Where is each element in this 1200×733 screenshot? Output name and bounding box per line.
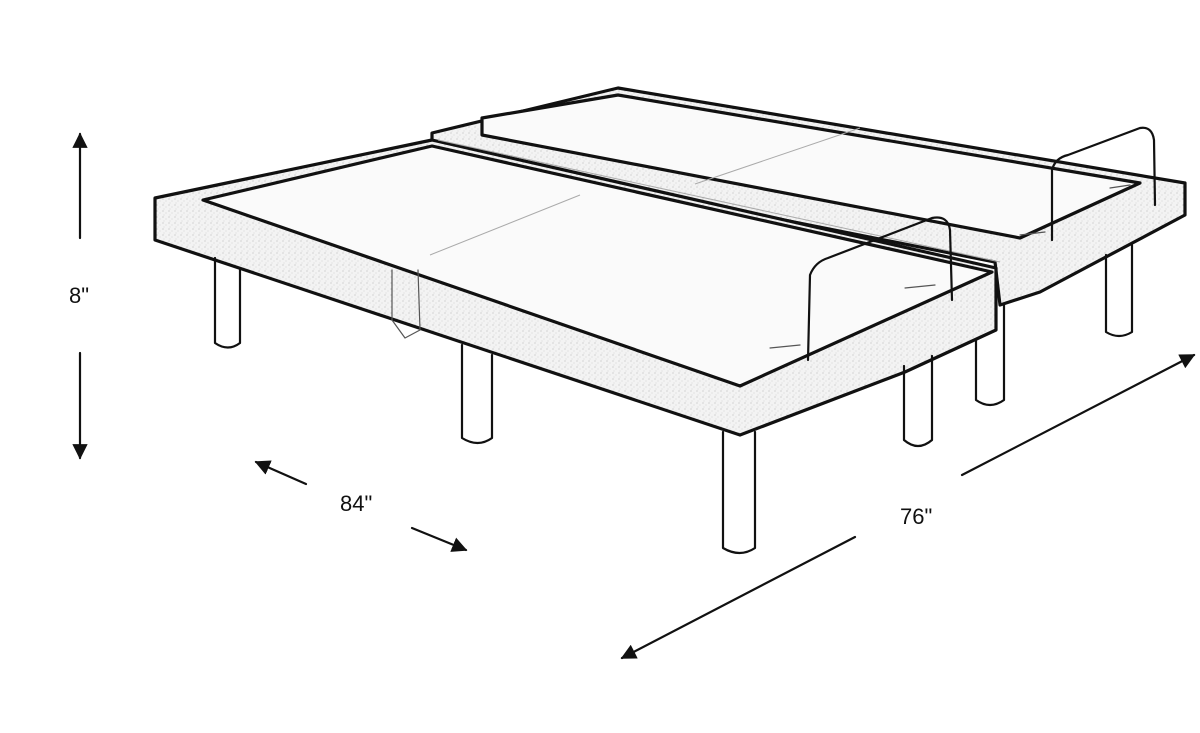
- rear-legs: [974, 243, 1134, 407]
- front-base: [153, 138, 1001, 555]
- rear-base: [430, 86, 1187, 407]
- front-legs: [213, 256, 934, 555]
- height-label: 8": [69, 283, 90, 308]
- length-dimension: [254, 460, 468, 552]
- width-dimension: [620, 353, 1196, 660]
- length-label: 84": [340, 491, 373, 516]
- width-label: 76": [900, 504, 933, 529]
